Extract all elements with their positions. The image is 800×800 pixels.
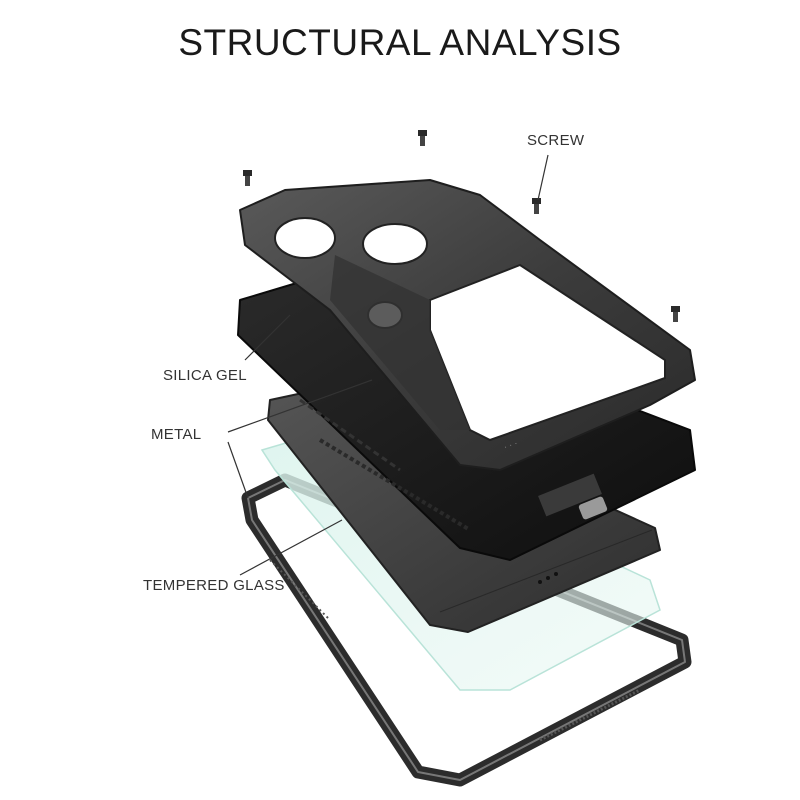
screw-icon (418, 130, 427, 146)
screw-icon (671, 306, 680, 322)
metal-label: METAL (151, 426, 201, 443)
screw-icon (243, 170, 252, 186)
screw-callout-line (538, 155, 548, 200)
screw-label: SCREW (527, 132, 584, 149)
metal-callout-line-2 (228, 442, 248, 498)
screw-icon (532, 198, 541, 214)
silica-gel-label: SILICA GEL (163, 367, 247, 384)
tempered-glass-label: TEMPERED GLASS (143, 577, 285, 594)
